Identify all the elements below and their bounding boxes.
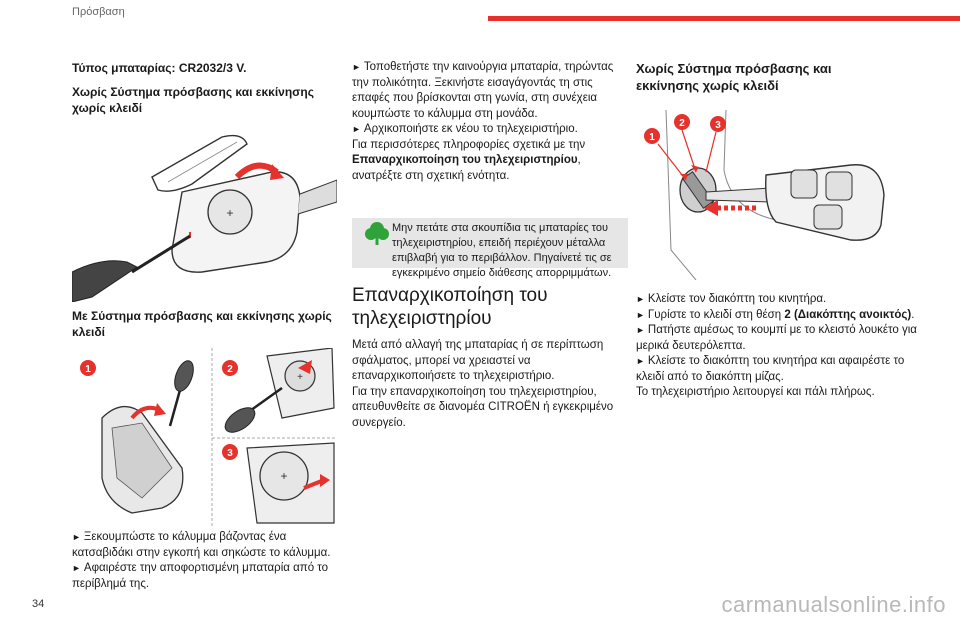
bullet-arrow-icon: ► (636, 356, 645, 366)
step-item: ►Κλείστε τον διακόπτη του κινητήρα. (636, 293, 827, 305)
svg-text:+: + (297, 372, 303, 383)
figure2-label-2: 2 (227, 364, 233, 375)
column-3-steps: ►Κλείστε τον διακόπτη του κινητήρα. ►Γυρ… (636, 292, 928, 401)
figure3-label-2: 2 (679, 118, 685, 129)
column-2-section: Επαναρχικοποίηση του τηλεχειριστηρίου Με… (352, 284, 628, 431)
bullet-arrow-icon: ► (352, 62, 361, 72)
environment-tip-box: Μην πετάτε στα σκουπίδια τις μπαταρίες τ… (352, 218, 628, 279)
section-title: Επαναρχικοποίηση του τηλεχειριστηρίου (352, 285, 548, 329)
figure2-label-3: 3 (227, 448, 233, 459)
section-reference-link: Επαναρχικοποίηση του τηλεχειριστηρίου (352, 154, 578, 166)
section-paragraph: Μετά από αλλαγή της μπαταρίας ή σε περίπ… (352, 339, 604, 382)
column-2: ►Τοποθετήστε την καινούργια μπαταρία, τη… (352, 60, 628, 184)
step-item: ►Αφαιρέστε την αποφορτισμένη μπαταρία απ… (72, 562, 329, 590)
tip-text: Μην πετάτε στα σκουπίδια τις μπαταρίες τ… (392, 222, 612, 279)
figure3-label-3: 3 (715, 120, 721, 131)
heading-keyless: Χωρίς Σύστημα πρόσβασης και εκκίνησης χω… (72, 85, 314, 115)
figure-ignition-key: 1 2 3 (644, 110, 885, 280)
figure-remote-open-cover: + (72, 134, 337, 302)
bullet-arrow-icon: ► (72, 532, 81, 542)
figure2-label-1: 1 (85, 364, 91, 375)
step-item: ►Αρχικοποιήστε εκ νέου το τηλεχειριστήρι… (352, 123, 578, 135)
svg-text:+: + (226, 206, 233, 220)
step-item: ►Γυρίστε το κλειδί στη θέση 2 (Διακόπτης… (636, 308, 915, 321)
battery-type: Τύπος μπαταρίας: CR2032/3 V. (72, 61, 247, 75)
column-1-steps: ►Ξεκουμπώστε το κάλυμμα βάζοντας ένα κατ… (72, 530, 340, 592)
svg-text:+: + (280, 469, 287, 483)
step-item: ►Πατήστε αμέσως το κουμπί με το κλειστό … (636, 324, 917, 352)
column-3: Χωρίς Σύστημα πρόσβασης και εκκίνησης χω… (636, 60, 926, 94)
tree-icon (365, 222, 389, 245)
heading-with-system: Με Σύστημα πρόσβασης και εκκίνησης χωρίς… (72, 309, 332, 339)
header-accent-bar (488, 16, 960, 21)
page-number: 34 (32, 598, 45, 610)
column-1-b: Με Σύστημα πρόσβασης και εκκίνησης χωρίς… (72, 308, 332, 340)
bullet-arrow-icon: ► (636, 309, 645, 320)
section-paragraph: Για την επαναρχικοποίηση του τηλεχειριστ… (352, 385, 614, 429)
bullet-arrow-icon: ► (636, 325, 645, 335)
step-item: ►Ξεκουμπώστε το κάλυμμα βάζοντας ένα κατ… (72, 531, 331, 559)
watermark: carmanualsonline.info (721, 592, 946, 617)
figure-battery-replacement: 1 2 + 3 + (80, 348, 337, 526)
bullet-arrow-icon: ► (636, 294, 645, 304)
bullet-arrow-icon: ► (72, 563, 81, 573)
page-header-title: Πρόσβαση (72, 6, 125, 18)
heading-keyless-reinit: Χωρίς Σύστημα πρόσβασης και εκκίνησης χω… (636, 61, 832, 93)
more-info: Για περισσότερες πληροφορίες σχετικά με … (352, 138, 586, 182)
bullet-arrow-icon: ► (352, 124, 361, 134)
column-1: Τύπος μπαταρίας: CR2032/3 V. Χωρίς Σύστη… (72, 60, 332, 116)
step-item: ►Τοποθετήστε την καινούργια μπαταρία, τη… (352, 61, 614, 120)
figure3-label-1: 1 (649, 132, 655, 143)
closing-text: Το τηλεχειριστήριο λειτουργεί και πάλι π… (636, 386, 875, 398)
step-item: ►Κλείστε το διακόπτη του κινητήρα και αφ… (636, 355, 905, 383)
